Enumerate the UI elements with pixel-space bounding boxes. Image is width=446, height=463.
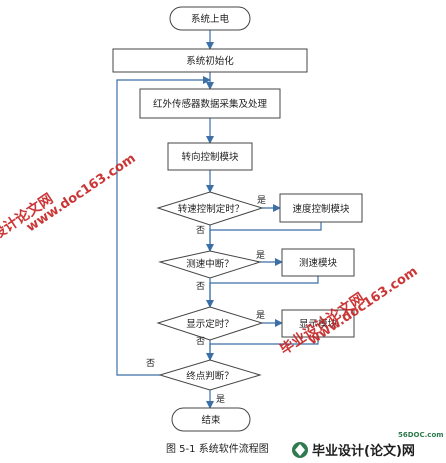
decision-d2: 测速中断？ (158, 250, 262, 279)
node-ir-label: 红外传感器数据采集及处理 (153, 98, 268, 110)
decision-d3-label: 显示定时？ (186, 318, 234, 330)
label-d4-no: 否 (146, 358, 155, 369)
arrow-d4-no-loop (116, 76, 211, 376)
label-d2-no: 否 (196, 281, 205, 292)
connectors (116, 30, 322, 409)
decision-d1-label: 转速控制定时？ (178, 203, 245, 215)
label-d4-yes: 是 (216, 394, 225, 405)
decision-d4: 终点判断？ (158, 359, 262, 391)
node-speed-meas-label: 测速模块 (299, 257, 338, 269)
node-start: 系统上电 (169, 6, 251, 31)
label-d2-yes: 是 (256, 250, 265, 261)
decision-d1: 转速控制定时？ (156, 191, 264, 226)
node-start-label: 系统上电 (191, 13, 230, 25)
node-display-label: 显示模块 (299, 318, 338, 330)
label-d1-yes: 是 (257, 195, 266, 206)
logo-text: 毕业设计(论文)网 (312, 443, 415, 459)
node-speed-meas: 测速模块 (281, 248, 355, 277)
node-ir: 红外传感器数据采集及处理 (139, 88, 281, 119)
arrow-speedmeas-return (206, 276, 319, 308)
logo-domain: 56DOC.com (398, 431, 444, 439)
node-speed-ctrl: 速度控制模块 (279, 193, 363, 223)
node-speed-ctrl-label: 速度控制模块 (292, 203, 350, 215)
decision-d4-label: 终点判断？ (186, 370, 234, 382)
node-end: 结束 (171, 407, 251, 432)
node-display: 显示模块 (281, 309, 355, 338)
branch-labels: 是 否 是 否 是 否 否 是 (146, 195, 266, 405)
figure-caption: 图 5-1 系统软件流程图 (166, 442, 269, 455)
node-steer-label: 转向控制模块 (181, 151, 239, 163)
node-init: 系统初始化 (112, 48, 308, 73)
label-d3-yes: 是 (256, 310, 265, 321)
watermark-site-left: www.doc163.com (24, 151, 139, 235)
label-d3-no: 否 (196, 336, 205, 347)
decision-d2-label: 测速中断？ (186, 258, 234, 270)
arrow-speedctrl-return (206, 222, 322, 252)
node-steer: 转向控制模块 (167, 142, 253, 171)
node-init-label: 系统初始化 (186, 55, 234, 67)
label-d1-no: 否 (196, 225, 205, 236)
site-logo: 56DOC.com 毕业设计(论文)网 (292, 431, 444, 459)
decision-d3: 显示定时？ (156, 306, 264, 341)
node-end-label: 结束 (201, 414, 221, 426)
